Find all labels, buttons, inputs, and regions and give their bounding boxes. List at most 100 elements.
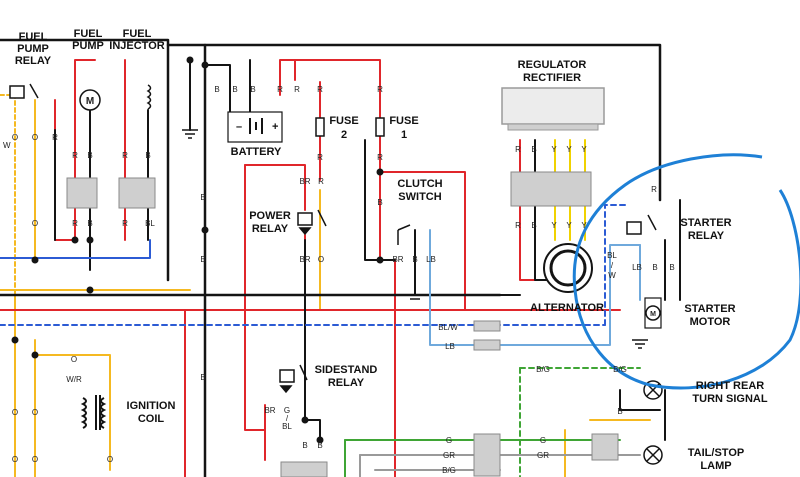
- label-fuse1-1: FUSE: [389, 115, 418, 127]
- wire-label: /: [286, 414, 289, 423]
- wire-red: [379, 171, 466, 311]
- wire-black: [364, 139, 396, 261]
- clutch-switch-symbol: [397, 224, 411, 245]
- wire-label: R: [72, 219, 78, 228]
- power-relay-symbol: [297, 209, 327, 236]
- alternator-icon: [543, 243, 593, 293]
- wire-label: B/G: [536, 365, 550, 374]
- svg-text:M: M: [650, 311, 656, 318]
- label-fuel-pump-relay-2: PUMP: [17, 43, 49, 55]
- wire-label: BL/W: [438, 323, 458, 332]
- ground-icon: [407, 294, 423, 300]
- label-starter-relay-2: RELAY: [688, 230, 725, 242]
- wire-blue-dashed: [604, 204, 626, 326]
- label-starter-motor-1: STARTER: [684, 303, 735, 315]
- label-right-rear-1: RIGHT REAR: [696, 380, 765, 392]
- label-right-rear-2: TURN SIGNAL: [692, 393, 767, 405]
- wire-label: R: [651, 185, 657, 194]
- label-fuel-pump-relay-3: RELAY: [15, 55, 52, 67]
- wire-black: [619, 389, 661, 411]
- regulator-rectifier-box: [501, 87, 605, 131]
- wire-label: GR: [443, 451, 455, 460]
- battery-plus-label: +: [272, 121, 278, 133]
- wire-label: R: [317, 85, 323, 94]
- label-battery: BATTERY: [231, 146, 282, 158]
- label-ignition-coil-1: IGNITION: [127, 400, 176, 412]
- battery-minus-label: –: [236, 121, 242, 133]
- wire-black: [0, 38, 170, 282]
- wire-label: W/R: [66, 375, 82, 384]
- wire-label: R: [515, 221, 521, 230]
- label-fuel-pump-1: FUEL: [74, 28, 103, 40]
- wire-label: G: [284, 406, 290, 415]
- wire-orange: [0, 94, 16, 291]
- starter-relay-symbol: [626, 214, 657, 235]
- fuel-pump-relay-symbol: [9, 83, 39, 99]
- sidestand-relay-symbol: [279, 364, 308, 394]
- wire-label: B: [232, 85, 237, 94]
- wire-label: B: [377, 198, 382, 207]
- wire-label: R: [72, 151, 78, 160]
- label-fuse1-2: 1: [401, 129, 407, 141]
- wire-label: Y: [551, 145, 557, 154]
- wire-red: [244, 164, 266, 431]
- component-labels: FUEL PUMP RELAY FUEL PUMP FUEL INJECTOR …: [15, 28, 768, 472]
- wire-label: BL: [145, 219, 155, 228]
- wire-label: R: [122, 219, 128, 228]
- tail-lamp-icon: [643, 445, 663, 465]
- annotation-circle: [572, 153, 800, 390]
- wire-label: R: [317, 153, 323, 162]
- wire-label: B: [669, 263, 674, 272]
- wire-label: Y: [566, 145, 572, 154]
- wire-orange: [34, 354, 111, 471]
- wire-label: B: [652, 263, 657, 272]
- wire-label: B: [531, 221, 536, 230]
- starter-motor-icon: M: [644, 297, 662, 329]
- wire-label: BR: [392, 255, 403, 264]
- wire-label: LB: [426, 255, 436, 264]
- label-fuel-injector-1: FUEL: [123, 28, 152, 40]
- label-clutch-switch-1: CLUTCH: [397, 178, 442, 190]
- label-fuel-injector-2: INJECTOR: [109, 40, 164, 52]
- wire-label: O: [318, 255, 324, 264]
- label-regulator-2: RECTIFIER: [523, 72, 581, 84]
- wire-label: B: [412, 255, 417, 264]
- wire-label: G: [540, 436, 546, 445]
- wire-label: B: [87, 219, 92, 228]
- label-clutch-switch-2: SWITCH: [398, 191, 441, 203]
- wire-black: [304, 239, 321, 441]
- svg-text:M: M: [86, 96, 94, 107]
- wire-label: B: [200, 193, 205, 202]
- fuel-pump-motor-icon: M: [79, 89, 101, 111]
- wire-label: B: [214, 85, 219, 94]
- label-power-relay-1: POWER: [249, 210, 291, 222]
- wire-label: BR: [264, 406, 275, 415]
- connectors: [66, 171, 619, 477]
- wire-label: O: [32, 133, 38, 142]
- wire-label: LB: [445, 342, 455, 351]
- fuel-injector-coil-icon: [146, 84, 152, 110]
- label-tail-stop-2: LAMP: [700, 460, 731, 472]
- wire-label: O: [32, 455, 38, 464]
- wire-red: [244, 164, 306, 211]
- wire-label: W: [3, 141, 11, 150]
- wire-label: Y: [551, 221, 557, 230]
- ground-icon: [182, 129, 198, 139]
- wire-label: G: [446, 436, 452, 445]
- wire-label: /: [611, 261, 614, 270]
- label-starter-motor-2: MOTOR: [690, 316, 731, 328]
- label-tail-stop-1: TAIL/STOP: [688, 447, 744, 459]
- label-alternator: ALTERNATOR: [530, 302, 604, 314]
- label-fuse2-2: 2: [341, 129, 347, 141]
- wire-label: O: [71, 355, 77, 364]
- wire-label: LB: [632, 263, 642, 272]
- wire-label: BL: [607, 251, 617, 260]
- label-sidestand-2: RELAY: [328, 377, 365, 389]
- wire-label: R: [515, 145, 521, 154]
- wire-label: O: [107, 455, 113, 464]
- wire-black: [204, 64, 231, 116]
- wire-label: R: [52, 133, 58, 142]
- wire-red: [279, 59, 381, 261]
- battery-symbol: – +: [227, 111, 283, 143]
